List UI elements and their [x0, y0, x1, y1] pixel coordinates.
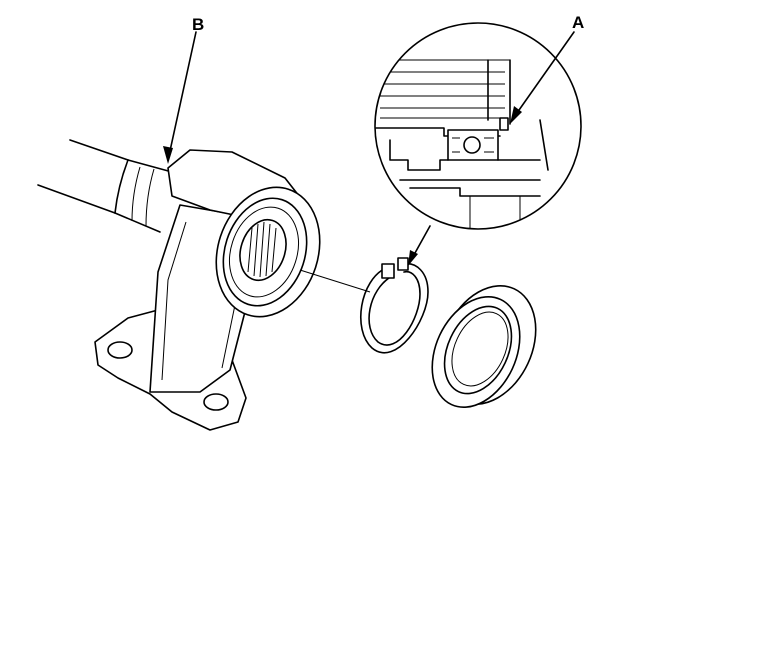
mounting-hole-left: [107, 341, 133, 359]
callout-arrows: [163, 31, 575, 293]
snap-ring: [360, 257, 429, 354]
drive-shaft: [37, 139, 173, 233]
label-b: B: [192, 15, 204, 34]
detail-inset: [374, 22, 582, 230]
bearing-bracket: [94, 149, 321, 431]
mounting-hole-right: [203, 393, 229, 411]
dust-seal: [431, 285, 537, 409]
label-a: A: [572, 13, 584, 32]
